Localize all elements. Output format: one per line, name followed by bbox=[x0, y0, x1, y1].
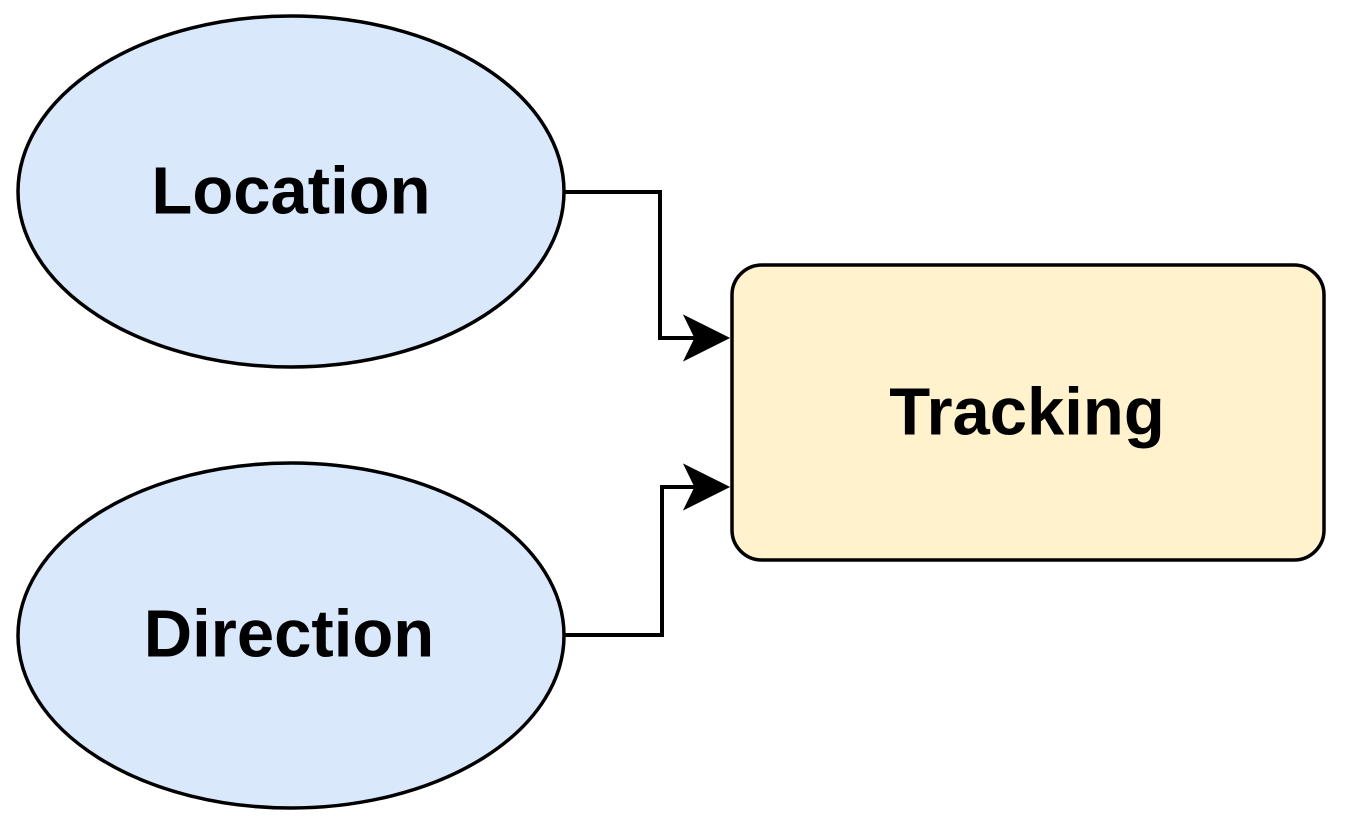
location-ellipse bbox=[16, 14, 566, 369]
direction-ellipse bbox=[16, 461, 566, 810]
edge-direction-to-tracking-line bbox=[564, 485, 697, 637]
tracking-rounded-rect bbox=[730, 263, 1326, 562]
location-label: Location bbox=[151, 153, 430, 228]
arrowhead-icon bbox=[682, 314, 731, 362]
node-location: Location bbox=[16, 14, 566, 369]
edge-direction-to-tracking bbox=[564, 463, 731, 637]
direction-label: Direction bbox=[144, 596, 434, 671]
tracking-label: Tracking bbox=[889, 374, 1165, 449]
node-direction: Direction bbox=[16, 461, 566, 810]
edge-location-to-tracking-line bbox=[564, 190, 697, 340]
arrowhead-icon bbox=[682, 463, 731, 511]
edge-location-to-tracking bbox=[564, 190, 731, 362]
node-tracking: Tracking bbox=[730, 263, 1326, 562]
